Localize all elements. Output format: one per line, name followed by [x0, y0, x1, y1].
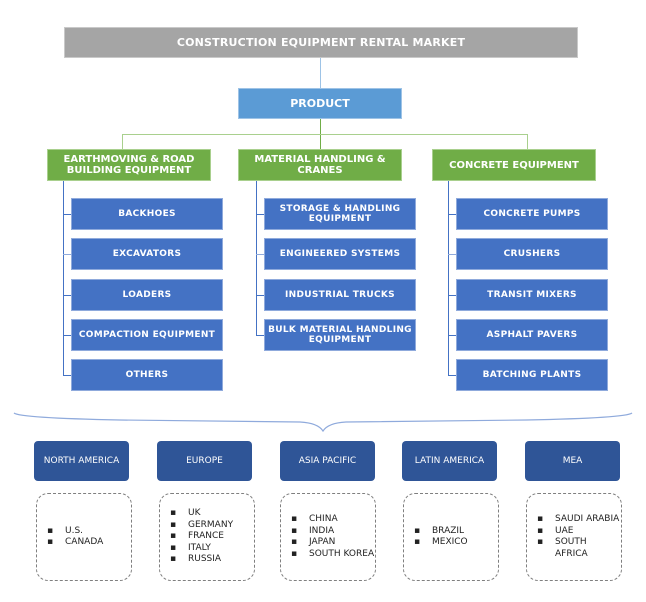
category-1-spine: [63, 181, 64, 376]
bullet-icon: ▪: [291, 548, 298, 559]
connector-category-3: [527, 134, 528, 149]
country-item: ▪ INDIA: [291, 526, 374, 538]
bullet-icon: ▪: [414, 525, 421, 536]
product-node: PRODUCT: [238, 88, 402, 119]
country-name: CANADA: [65, 537, 104, 547]
connector-category-1: [122, 134, 123, 149]
region-brace: [13, 412, 633, 433]
country-name: U.S.: [65, 525, 84, 536]
item-storage-handling: STORAGE & HANDLING EQUIPMENT: [264, 198, 416, 230]
countries-north-america: ▪ U.S. ▪ CANADA: [36, 493, 132, 581]
category-material-handling: MATERIAL HANDLING & CRANES: [238, 149, 402, 181]
bullet-icon: ▪: [170, 554, 177, 565]
country-name: GERMANY: [188, 519, 234, 530]
country-item: ▪ ITALY: [170, 543, 233, 555]
country-name: FRANCE: [188, 531, 224, 542]
region-latin-america: LATIN AMERICA: [402, 441, 497, 481]
bullet-icon: ▪: [291, 525, 298, 536]
category-1-branch: [63, 295, 71, 296]
item-engineered-systems: ENGINEERED SYSTEMS: [264, 238, 416, 270]
category-1-branch: [63, 254, 71, 255]
category-1-branch: [63, 335, 71, 336]
category-concrete-equipment: CONCRETE EQUIPMENT: [432, 149, 596, 181]
item-loaders: LOADERS: [71, 279, 223, 311]
item-concrete-pumps: CONCRETE PUMPS: [456, 198, 608, 230]
category-2-branch: [256, 335, 264, 336]
connector-title-product: [320, 58, 321, 88]
bullet-icon: ▪: [170, 542, 177, 553]
connector-category-bar: [122, 134, 527, 135]
category-2-branch: [256, 214, 264, 215]
country-name: ITALY: [188, 542, 211, 553]
category-2-spine: [256, 181, 257, 336]
item-bulk-material-handling: BULK MATERIAL HANDLING EQUIPMENT: [264, 319, 416, 351]
country-name: CHINA: [309, 514, 338, 524]
bullet-icon: ▪: [537, 537, 544, 547]
item-asphalt-pavers: ASPHALT PAVERS: [456, 319, 608, 351]
bullet-icon: ▪: [291, 537, 298, 547]
country-item: ▪ RUSSIA: [170, 554, 233, 566]
country-item: ▪ JAPAN: [291, 537, 374, 549]
country-item: ▪ GERMANY: [170, 520, 233, 532]
item-backhoes: BACKHOES: [71, 198, 223, 230]
category-1-branch: [63, 375, 71, 376]
countries-latin-america: ▪ BRAZIL ▪ MEXICO: [403, 493, 499, 581]
country-item: ▪ UAE: [537, 526, 621, 538]
country-item: ▪ UK: [170, 508, 233, 520]
bullet-icon: ▪: [414, 537, 421, 547]
category-3-branch: [448, 214, 456, 215]
category-3-spine: [448, 181, 449, 376]
country-name: SAUDI ARABIA: [555, 514, 620, 524]
item-industrial-trucks: INDUSTRIAL TRUCKS: [264, 279, 416, 311]
bullet-icon: ▪: [291, 514, 298, 524]
region-mea: MEA: [525, 441, 620, 481]
country-name: UAE: [555, 525, 574, 536]
country-name: INDIA: [309, 525, 335, 536]
bullet-icon: ▪: [170, 508, 177, 519]
region-europe: EUROPE: [157, 441, 252, 481]
country-item: ▪ U.S.: [47, 526, 103, 538]
country-item: ▪ SOUTH KOREA: [291, 549, 374, 561]
item-others: OTHERS: [71, 359, 223, 391]
region-asia-pacific: ASIA PACIFIC: [280, 441, 375, 481]
item-batching-plants: BATCHING PLANTS: [456, 359, 608, 391]
country-name: RUSSIA: [188, 554, 222, 565]
item-crushers: CRUSHERS: [456, 238, 608, 270]
category-3-branch: [448, 335, 456, 336]
country-item: ▪ MEXICO: [414, 537, 468, 549]
item-transit-mixers: TRANSIT MIXERS: [456, 279, 608, 311]
country-name: UK: [188, 508, 201, 519]
category-3-branch: [448, 254, 456, 255]
country-item: ▪ BRAZIL: [414, 526, 468, 538]
country-name: SOUTH AFRICA: [555, 537, 588, 559]
item-compaction-equipment: COMPACTION EQUIPMENT: [71, 319, 223, 351]
country-item: ▪ CHINA: [291, 514, 374, 526]
bullet-icon: ▪: [47, 525, 54, 536]
countries-mea: ▪ SAUDI ARABIA ▪ UAE ▪ SOUTH AFRICA: [526, 493, 622, 581]
country-item: ▪ SOUTH AFRICA: [537, 537, 621, 560]
country-item: ▪ CANADA: [47, 537, 103, 549]
country-name: MEXICO: [432, 537, 468, 547]
countries-asia-pacific: ▪ CHINA ▪ INDIA ▪ JAPAN ▪ SOUTH KOREA: [280, 493, 376, 581]
category-3-branch: [448, 375, 456, 376]
category-1-branch: [63, 214, 71, 215]
category-earthmoving: EARTHMOVING & ROAD BUILDING EQUIPMENT: [47, 149, 211, 181]
region-north-america: NORTH AMERICA: [34, 441, 129, 481]
market-title: CONSTRUCTION EQUIPMENT RENTAL MARKET: [64, 27, 578, 58]
item-excavators: EXCAVATORS: [71, 238, 223, 270]
category-2-branch: [256, 295, 264, 296]
country-name: SOUTH KOREA: [309, 548, 375, 559]
countries-europe: ▪ UK ▪ GERMANY ▪ FRANCE ▪ ITALY ▪ RUSSIA: [159, 493, 255, 581]
category-2-branch: [256, 254, 264, 255]
bullet-icon: ▪: [537, 525, 544, 536]
bullet-icon: ▪: [537, 514, 544, 524]
bullet-icon: ▪: [47, 537, 54, 547]
country-item: ▪ FRANCE: [170, 531, 233, 543]
country-name: JAPAN: [309, 537, 336, 547]
country-name: BRAZIL: [432, 525, 465, 536]
category-3-branch: [448, 295, 456, 296]
bullet-icon: ▪: [170, 519, 177, 530]
bullet-icon: ▪: [170, 531, 177, 542]
country-item: ▪ SAUDI ARABIA: [537, 514, 621, 526]
